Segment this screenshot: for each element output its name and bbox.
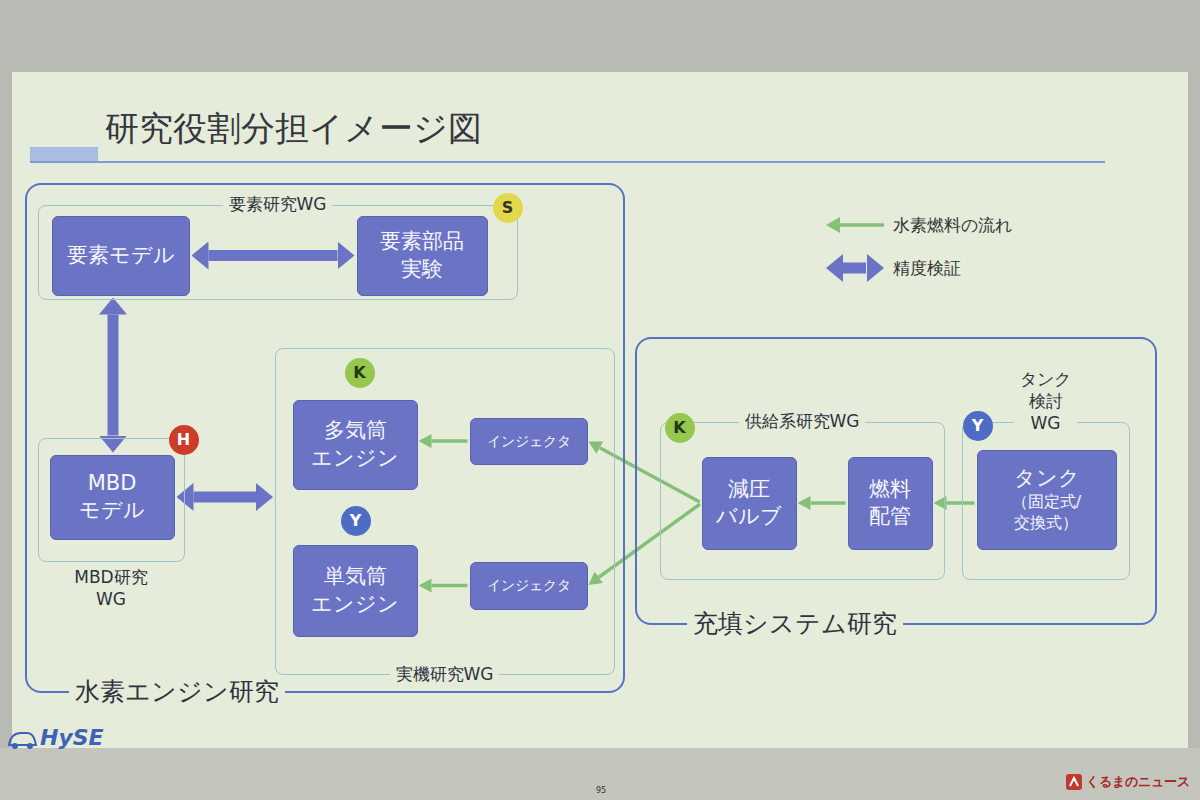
process-box: インジェクタ	[470, 418, 588, 465]
member-badge: H	[169, 425, 199, 455]
slide-ground	[12, 72, 1188, 748]
fuel-flow-arrow	[599, 504, 700, 577]
badge-letter: K	[353, 365, 365, 381]
fuel-flow-arrow	[432, 584, 468, 588]
logo-car-wheel	[12, 743, 18, 749]
node-label: 多気筒 エンジン	[311, 417, 399, 472]
legend-label: 水素燃料の流れ	[893, 215, 1012, 235]
group-label: 実機研究WG	[390, 663, 500, 685]
legend-verify-arrowhead	[826, 254, 843, 282]
member-badge: K	[345, 358, 375, 388]
working-group-box: MBD研究 WGHMBD モデル	[38, 438, 185, 562]
legend-label: 精度検証	[893, 258, 961, 278]
badge-circle	[963, 411, 993, 441]
verification-arrow	[108, 315, 119, 436]
logo-car-wheel	[27, 743, 33, 749]
badge-letter: Y	[972, 418, 984, 434]
badge-circle	[345, 358, 375, 388]
logo-car-icon	[9, 733, 36, 745]
fuel-flow-arrow	[432, 439, 468, 443]
process-box: タンク（固定式/ 交換式）	[977, 450, 1117, 550]
fuel-flow-arrow	[947, 501, 975, 505]
member-badge: K	[665, 413, 695, 443]
watermark: くるまのニュース	[1086, 774, 1190, 790]
screen-bottom	[0, 748, 1200, 800]
group-label: 供給系研究WG	[739, 410, 866, 432]
badge-circle	[493, 193, 523, 223]
process-box: MBD モデル	[50, 455, 175, 540]
badge-circle	[169, 425, 199, 455]
research-region: 充填システム研究供給系研究WGK減圧 バルブ燃料 配管タンク 検討 WGYタンク…	[635, 337, 1157, 625]
node-label: MBD モデル	[79, 470, 145, 525]
node-label: インジェクタ	[487, 576, 571, 594]
working-group-box: 供給系研究WGK減圧 バルブ燃料 配管	[660, 422, 945, 580]
verification-arrow	[209, 250, 338, 261]
group-label: タンク 検討 WG	[1014, 368, 1077, 434]
title-rule	[30, 161, 1105, 163]
node-label: 単気筒 エンジン	[311, 563, 399, 618]
member-badge: S	[493, 193, 523, 223]
legend-verify-arrowhead	[867, 254, 884, 282]
node-label: 要素部品 実験	[380, 228, 464, 283]
badge-letter: S	[502, 200, 514, 216]
process-box: 減圧 バルブ	[702, 457, 797, 550]
group-label: 充填システム研究	[687, 608, 903, 641]
watermark-icon	[1066, 774, 1082, 790]
verification-arrow	[194, 492, 257, 503]
page-number: 95	[596, 786, 606, 796]
working-group-box: 実機研究WGK多気筒 エンジンインジェクタY単気筒 エンジンインジェクタ	[275, 348, 615, 675]
process-box: 要素モデル	[52, 216, 190, 296]
badge-circle	[341, 506, 371, 536]
logo-text: HySE	[40, 725, 104, 751]
process-box: 多気筒 エンジン	[293, 400, 418, 490]
legend-verify-arrow	[842, 263, 866, 274]
fuel-flow-arrow	[811, 501, 846, 505]
watermark-icon-mark	[1070, 778, 1078, 786]
research-region: 水素エンジン研究要素研究WGS要素モデル要素部品 実験MBD研究 WGHMBD …	[25, 183, 625, 693]
group-label: 要素研究WG	[223, 193, 333, 215]
badge-letter: Y	[350, 513, 362, 529]
process-box: 要素部品 実験	[357, 216, 488, 296]
node-label: タンク	[1014, 465, 1080, 492]
badge-letter: K	[673, 420, 685, 436]
member-badge: Y	[963, 411, 993, 441]
badge-circle	[665, 413, 695, 443]
legend-flow-arrowhead	[826, 217, 840, 233]
node-label: 減圧 バルブ	[716, 476, 782, 531]
node-label: 燃料 配管	[869, 476, 911, 531]
group-label: MBD研究 WG	[68, 566, 153, 610]
node-label: 要素モデル	[67, 242, 175, 269]
title-accent-bar	[30, 147, 98, 162]
working-group-box: 要素研究WGS要素モデル要素部品 実験	[38, 205, 518, 300]
working-group-box: タンク 検討 WGYタンク（固定式/ 交換式）	[962, 422, 1130, 580]
slide-title: 研究役割分担イメージ図	[105, 108, 482, 149]
member-badge: Y	[341, 506, 371, 536]
process-box: 単気筒 エンジン	[293, 545, 418, 637]
node-label: インジェクタ	[487, 432, 571, 450]
group-label: 水素エンジン研究	[69, 676, 285, 709]
badge-letter: H	[177, 432, 190, 448]
node-label: （固定式/ 交換式）	[1012, 492, 1081, 534]
process-box: 燃料 配管	[848, 457, 933, 550]
process-box: インジェクタ	[470, 562, 588, 610]
legend-flow-arrow	[838, 223, 884, 227]
